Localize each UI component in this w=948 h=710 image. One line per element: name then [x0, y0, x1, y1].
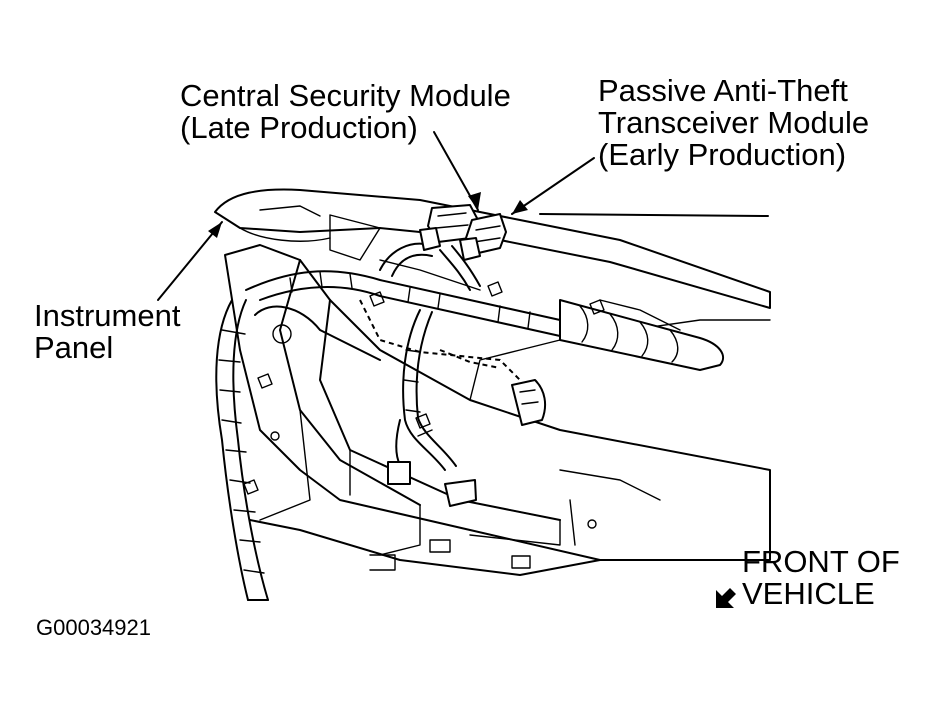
label-instrument-panel: Instrument Panel	[34, 300, 180, 364]
leader-panel	[157, 221, 223, 301]
wire-harness-main	[215, 270, 561, 601]
label-line: (Early Production)	[598, 137, 847, 172]
label-line: Central Security Module	[180, 78, 511, 113]
label-line: (Late Production)	[180, 110, 418, 145]
label-front-of-vehicle: FRONT OF VEHICLE	[742, 546, 900, 610]
label-line: Instrument	[34, 298, 181, 333]
label-passive-anti-theft-module: Passive Anti-Theft Transceiver Module (E…	[598, 75, 869, 171]
label-central-security-module: Central Security Module (Late Production…	[180, 80, 511, 144]
label-line: VEHICLE	[742, 576, 875, 611]
leader-pats	[511, 157, 595, 215]
label-line: Transceiver Module	[598, 105, 870, 140]
panel-frame	[224, 244, 771, 561]
label-line: Passive Anti-Theft	[598, 73, 848, 108]
label-line: FRONT OF	[742, 544, 900, 579]
wire-harness-branch	[402, 309, 457, 471]
connector-bottom	[444, 479, 477, 507]
front-direction-arrow-icon	[716, 588, 736, 608]
label-line: Panel	[34, 330, 114, 365]
duct-tube	[559, 299, 725, 371]
connector-left	[387, 461, 411, 485]
figure-id: G00034921	[36, 615, 151, 640]
